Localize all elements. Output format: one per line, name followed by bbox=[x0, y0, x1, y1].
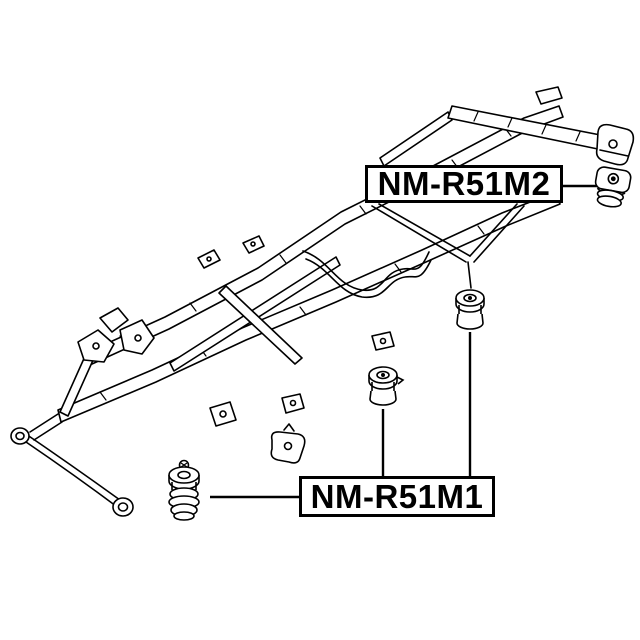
center-body-mount-bushing bbox=[368, 366, 405, 406]
upper-body-mount-bushing bbox=[455, 289, 485, 330]
front-suspension-cluster bbox=[77, 307, 155, 363]
mid-brace-2 bbox=[218, 285, 303, 365]
rear-mount-bracket bbox=[595, 123, 635, 166]
rear-crossmember-hatching bbox=[473, 111, 581, 142]
front-mount-bracket bbox=[270, 423, 306, 464]
near-rail bbox=[57, 191, 561, 423]
leader-lines bbox=[210, 184, 601, 499]
far-rail bbox=[87, 105, 564, 365]
front-body-mount-bushing bbox=[168, 459, 200, 521]
rear-v-brace bbox=[371, 203, 525, 289]
part-label-nm-r51m2: NM-R51M2 bbox=[365, 165, 563, 203]
rear-crossmember-cap bbox=[535, 86, 563, 105]
far-rail-rear-stub bbox=[379, 111, 453, 167]
part-label-nm-r51m1: NM-R51M1 bbox=[299, 476, 495, 517]
chassis-frame-drawing bbox=[10, 86, 635, 517]
front-curved-bar bbox=[10, 413, 134, 517]
transmission-crossmember bbox=[302, 250, 432, 299]
rear-mount-bushing bbox=[594, 166, 632, 208]
body-mount-tabs bbox=[197, 235, 395, 427]
